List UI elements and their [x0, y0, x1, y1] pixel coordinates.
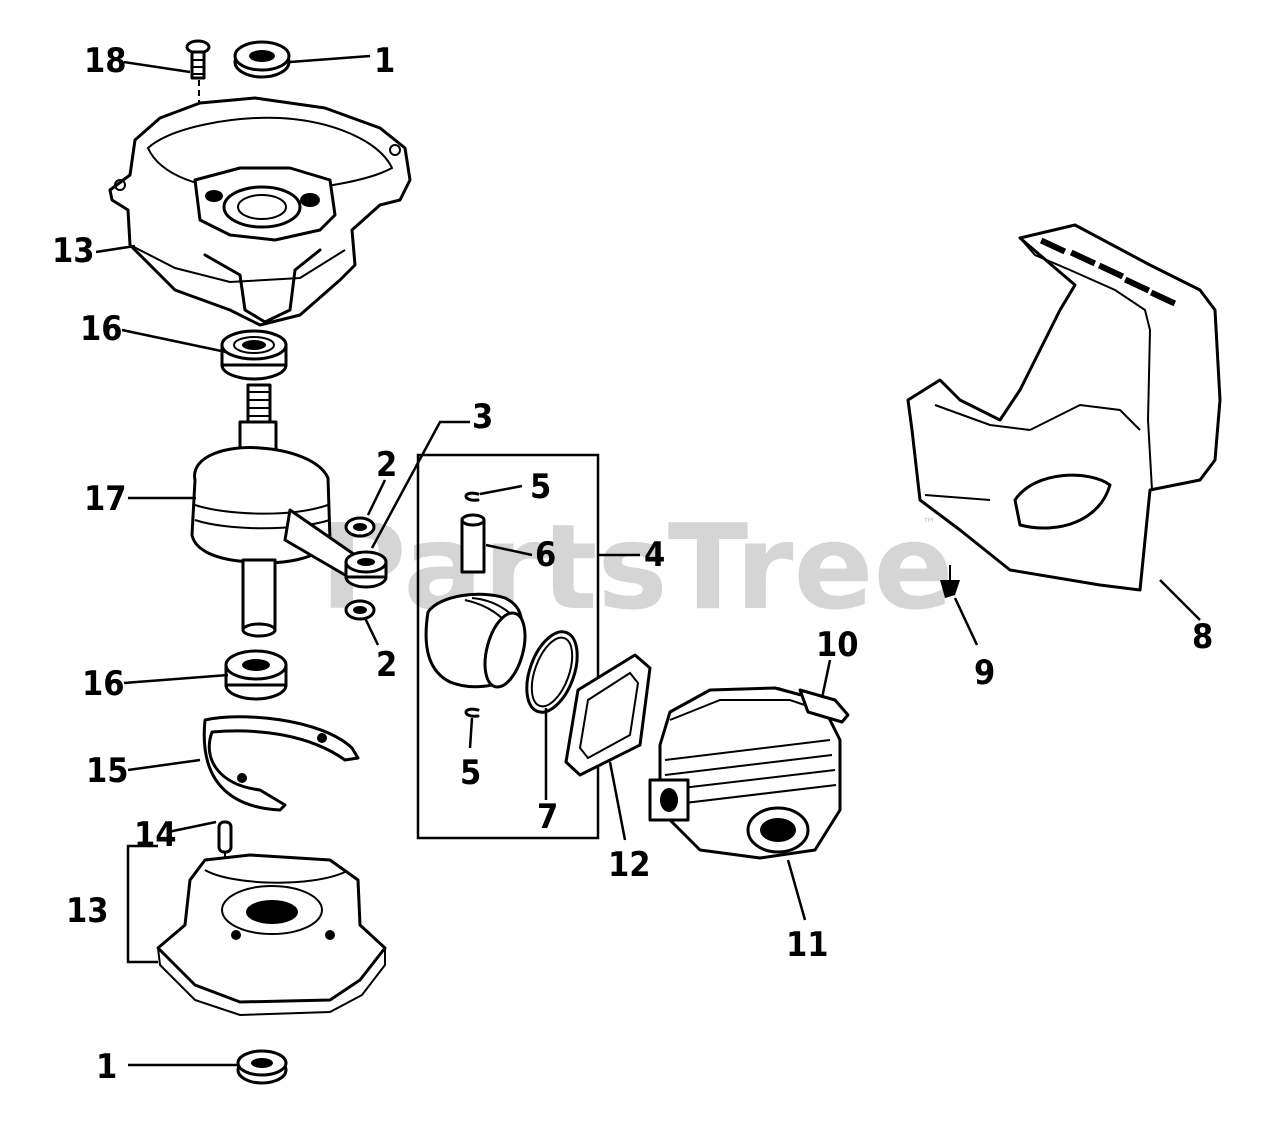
callout-11[interactable]: 11 — [786, 925, 829, 965]
spark-plug-part[interactable] — [777, 687, 850, 724]
needle-bearing-part[interactable] — [344, 550, 388, 589]
callout-16-upper[interactable]: 16 — [80, 309, 123, 349]
watermark-text: PartsTree — [320, 498, 954, 636]
crankshaft-part[interactable] — [190, 383, 357, 638]
callout-4[interactable]: 4 — [644, 535, 665, 575]
cylinder-gasket-part[interactable] — [564, 653, 652, 777]
callout-18[interactable]: 18 — [84, 41, 127, 81]
callout-9[interactable]: 9 — [974, 653, 995, 693]
piston-pin-part[interactable] — [460, 513, 486, 574]
callout-12[interactable]: 12 — [608, 845, 651, 885]
callout-1-top[interactable]: 1 — [374, 41, 395, 81]
bearing-lower-part[interactable] — [224, 649, 288, 701]
circlip-upper-part[interactable] — [464, 491, 480, 502]
callout-6[interactable]: 6 — [535, 535, 556, 575]
piston-ring-part[interactable] — [517, 625, 587, 719]
circlip-lower-part[interactable] — [464, 707, 480, 718]
bearing-upper-part[interactable] — [220, 329, 288, 381]
crankcase-upper-part[interactable] — [108, 96, 412, 327]
callout-5-lower[interactable]: 5 — [460, 753, 481, 793]
crankcase-gasket-part[interactable] — [202, 715, 360, 812]
callout-10[interactable]: 10 — [816, 625, 859, 665]
oil-seal-bottom-part[interactable] — [236, 1049, 288, 1085]
callout-13-upper[interactable]: 13 — [52, 231, 95, 271]
oil-seal-top-part[interactable] — [233, 40, 291, 79]
callout-8[interactable]: 8 — [1192, 617, 1213, 657]
callout-13-lower[interactable]: 13 — [66, 891, 109, 931]
washer-upper-part[interactable] — [344, 516, 376, 538]
callout-14[interactable]: 14 — [134, 815, 177, 855]
callout-16-lower[interactable]: 16 — [82, 664, 125, 704]
cylinder-part[interactable] — [648, 686, 842, 860]
piston-part[interactable] — [424, 592, 532, 691]
crankcase-lower-part[interactable] — [156, 853, 387, 1017]
callout-3[interactable]: 3 — [472, 397, 493, 437]
callout-5-upper[interactable]: 5 — [530, 467, 551, 507]
engine-cover-part[interactable] — [906, 223, 1222, 592]
washer-lower-part[interactable] — [344, 599, 376, 621]
cover-screw-part[interactable] — [940, 565, 960, 598]
callout-labels: 18 1 13 16 3 2 17 5 6 4 2 16 10 9 8 15 5… — [52, 41, 1213, 1087]
callout-15[interactable]: 15 — [86, 751, 129, 791]
callout-7[interactable]: 7 — [537, 797, 558, 837]
callout-2-lower[interactable]: 2 — [376, 645, 397, 685]
piston-kit-box — [416, 453, 600, 840]
watermark-trademark: ™ — [922, 516, 936, 532]
callout-17[interactable]: 17 — [84, 479, 127, 519]
callout-2-upper[interactable]: 2 — [376, 445, 397, 485]
callout-1-bottom[interactable]: 1 — [96, 1047, 117, 1087]
leader-lines — [95, 54, 1201, 1067]
